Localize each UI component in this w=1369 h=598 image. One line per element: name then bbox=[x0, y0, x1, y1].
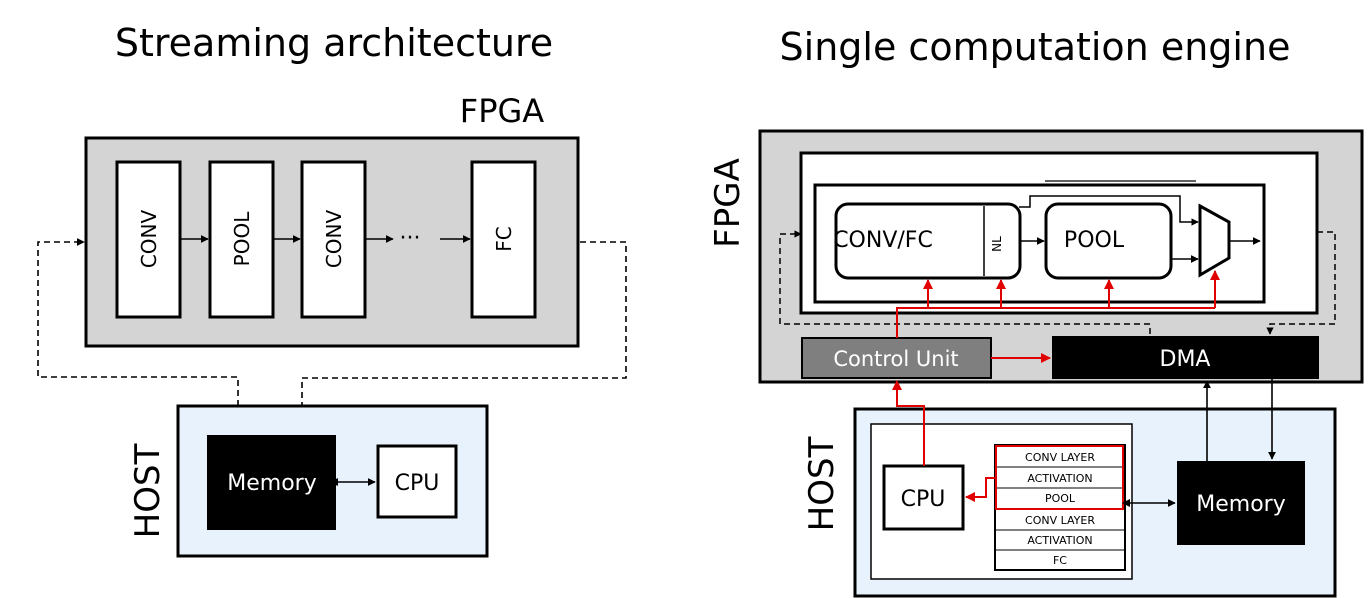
pool-bypass-wire bbox=[1019, 195, 1199, 226]
convfc-label: CONV/FC bbox=[833, 228, 933, 253]
layer-label-conv-1: CONV bbox=[137, 210, 161, 269]
left-host-label: HOST bbox=[128, 443, 168, 538]
left-title: Streaming architecture bbox=[115, 21, 553, 65]
dma-block bbox=[1052, 336, 1319, 379]
right-fpga-label: FPGA bbox=[708, 158, 748, 248]
config-item-pool: POOL bbox=[1045, 492, 1076, 505]
ellipsis-text: ··· bbox=[400, 226, 421, 251]
layer-label-fc: FC bbox=[492, 226, 516, 251]
layer-label-conv-2: CONV bbox=[322, 210, 346, 269]
red-cpu-to-control bbox=[892, 380, 925, 466]
left-cpu-block bbox=[376, 444, 458, 519]
right-title: Single computation engine bbox=[780, 25, 1291, 69]
nl-label: NL bbox=[990, 236, 1004, 252]
pool-label: POOL bbox=[1064, 228, 1125, 253]
mux-selector bbox=[1198, 203, 1231, 278]
right-cpu-label: CPU bbox=[901, 487, 946, 512]
dashed-loop-input bbox=[779, 230, 1151, 334]
control-unit-label: Control Unit bbox=[833, 347, 958, 371]
left-cpu-label: CPU bbox=[395, 471, 440, 496]
pool-block bbox=[1044, 202, 1173, 280]
config-item-conv-layer-2: CONV LAYER bbox=[1025, 514, 1095, 527]
single-engine-panel: Single computation engine FPGA CONV/FC N… bbox=[708, 25, 1364, 598]
layer-box-pool bbox=[208, 160, 275, 319]
config-list: CONV LAYER ACTIVATION POOL CONV LAYER AC… bbox=[996, 451, 1124, 567]
right-cpu-block bbox=[882, 464, 965, 531]
layer-box-conv-1 bbox=[115, 160, 182, 319]
left-memory-label: Memory bbox=[227, 471, 316, 496]
config-item-activation-1: ACTIVATION bbox=[1027, 472, 1092, 485]
dma-label: DMA bbox=[1160, 347, 1211, 372]
right-host-label: HOST bbox=[802, 436, 842, 531]
dashed-fpga-to-memory bbox=[298, 241, 627, 434]
dashed-loop-output bbox=[1266, 231, 1336, 335]
streaming-architecture-panel: Streaming architecture FPGA CONV POOL CO… bbox=[37, 21, 627, 558]
red-config-to-cpu bbox=[965, 477, 996, 502]
left-fpga-label: FPGA bbox=[460, 92, 545, 130]
layer-box-fc bbox=[470, 160, 537, 319]
layer-label-pool: POOL bbox=[230, 211, 254, 267]
left-memory-block bbox=[207, 435, 336, 530]
config-item-activation-2: ACTIVATION bbox=[1027, 534, 1092, 547]
config-item-conv-layer-1: CONV LAYER bbox=[1025, 451, 1095, 464]
right-memory-block bbox=[1177, 461, 1305, 545]
config-item-fc: FC bbox=[1053, 554, 1067, 567]
right-memory-label: Memory bbox=[1196, 492, 1285, 517]
